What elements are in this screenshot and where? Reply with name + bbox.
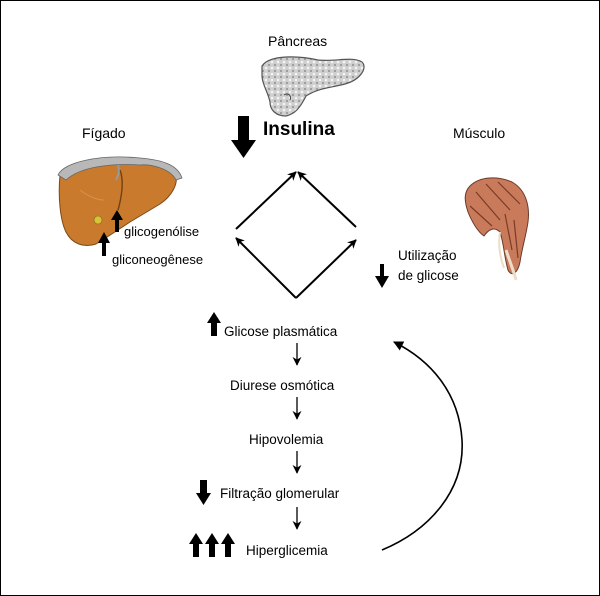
hyperglycemia-label: Hiperglicemia — [246, 543, 328, 558]
hyperglycemia-up-arrows-icon — [189, 533, 235, 557]
glucose-utilization-label-line1: Utilização — [398, 248, 457, 263]
liver-illustration — [57, 156, 183, 246]
filtration-down-arrow-icon — [196, 480, 211, 505]
gluconeogenesis-up-arrow-icon — [98, 232, 110, 256]
glycogenolysis-label: glicogenólise — [124, 224, 200, 239]
glomerular-filtration-label: Filtração glomerular — [220, 486, 340, 501]
muscle-label: Músculo — [453, 125, 506, 141]
glucose-utilization-label-line2: de glicose — [398, 268, 459, 283]
insulin-label: Insulina — [263, 119, 335, 140]
plasma-glucose-up-arrow-icon — [207, 312, 221, 336]
pancreas-illustration — [261, 56, 365, 117]
muscle-illustration — [464, 177, 529, 281]
insulin-down-arrow-icon — [231, 116, 256, 158]
plasma-glucose-label: Glicose plasmática — [224, 324, 338, 339]
osmotic-diuresis-label: Diurese osmótica — [230, 378, 335, 393]
pancreas-label: Pâncreas — [268, 33, 328, 49]
regulation-diamond — [235, 171, 357, 299]
glucose-utilization-down-arrow-icon — [375, 264, 389, 288]
glycogenolysis-up-arrow-icon — [111, 210, 123, 232]
liver-label: Fígado — [82, 125, 126, 141]
hypovolemia-label: Hipovolemia — [249, 432, 324, 447]
feedback-curve-arrow — [381, 341, 463, 551]
gluconeogenesis-label: gliconeogênese — [112, 252, 204, 267]
